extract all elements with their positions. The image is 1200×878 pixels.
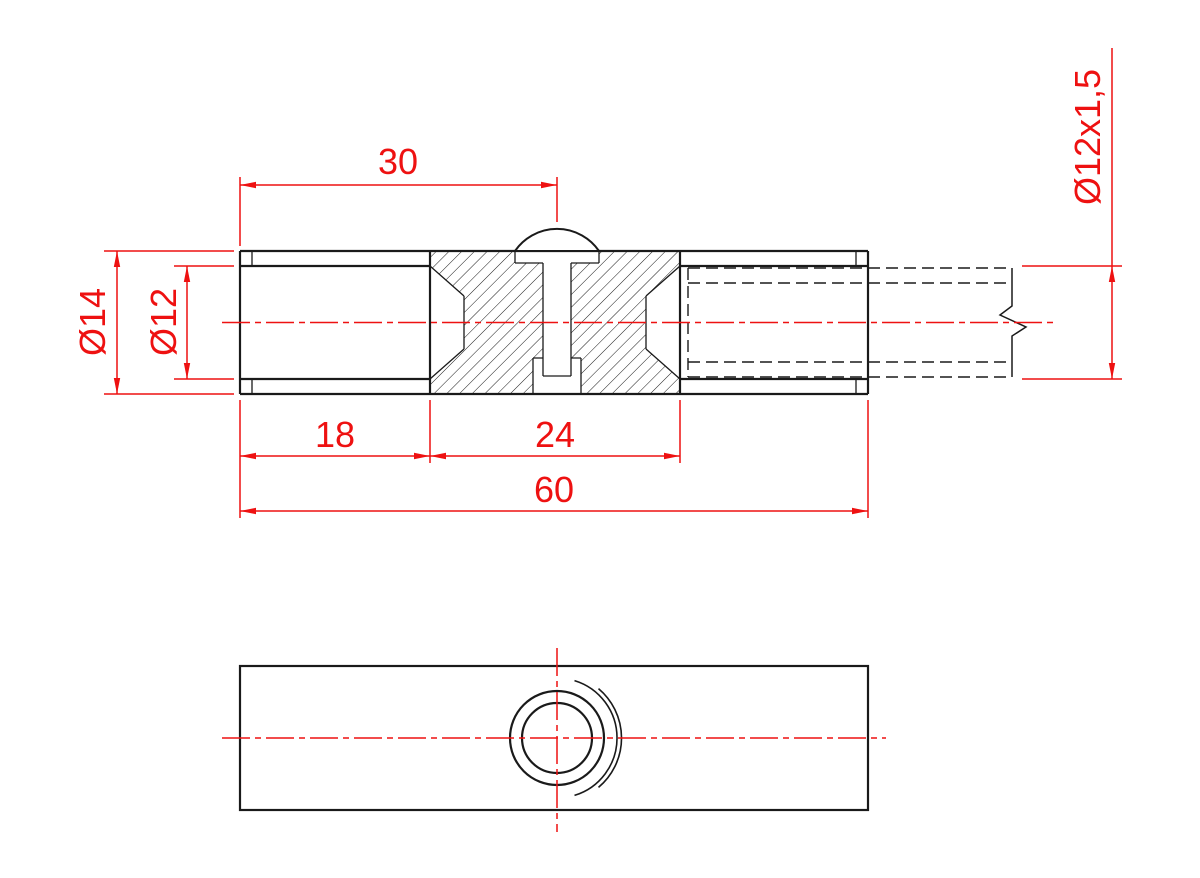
section-view — [238, 228, 870, 396]
dimension-lines — [104, 48, 1122, 518]
tube-break-symbol — [998, 268, 1028, 377]
dim-text-dia12: Ø12 — [143, 288, 184, 356]
tube-dashed-outline — [687, 267, 1012, 378]
dome-projection-arc-outer — [574, 679, 618, 797]
dim-text-18: 18 — [315, 414, 355, 455]
bottom-view-centerlines — [222, 648, 886, 832]
dim-text-24: 24 — [535, 414, 575, 455]
dim-text-60: 60 — [534, 469, 574, 510]
dim-text-tube-spec: Ø12x1,5 — [1067, 69, 1108, 205]
dim-text-30: 30 — [378, 141, 418, 182]
connector-body-hatch — [430, 251, 680, 394]
tube-hidden-lines — [687, 267, 1028, 378]
dim-text-dia14: Ø14 — [72, 288, 113, 356]
screw-dome — [513, 228, 601, 252]
extension-lines — [104, 48, 1122, 518]
dimension-texts: 30 Ø14 Ø12 18 24 60 Ø12x1,5 — [72, 69, 1108, 510]
